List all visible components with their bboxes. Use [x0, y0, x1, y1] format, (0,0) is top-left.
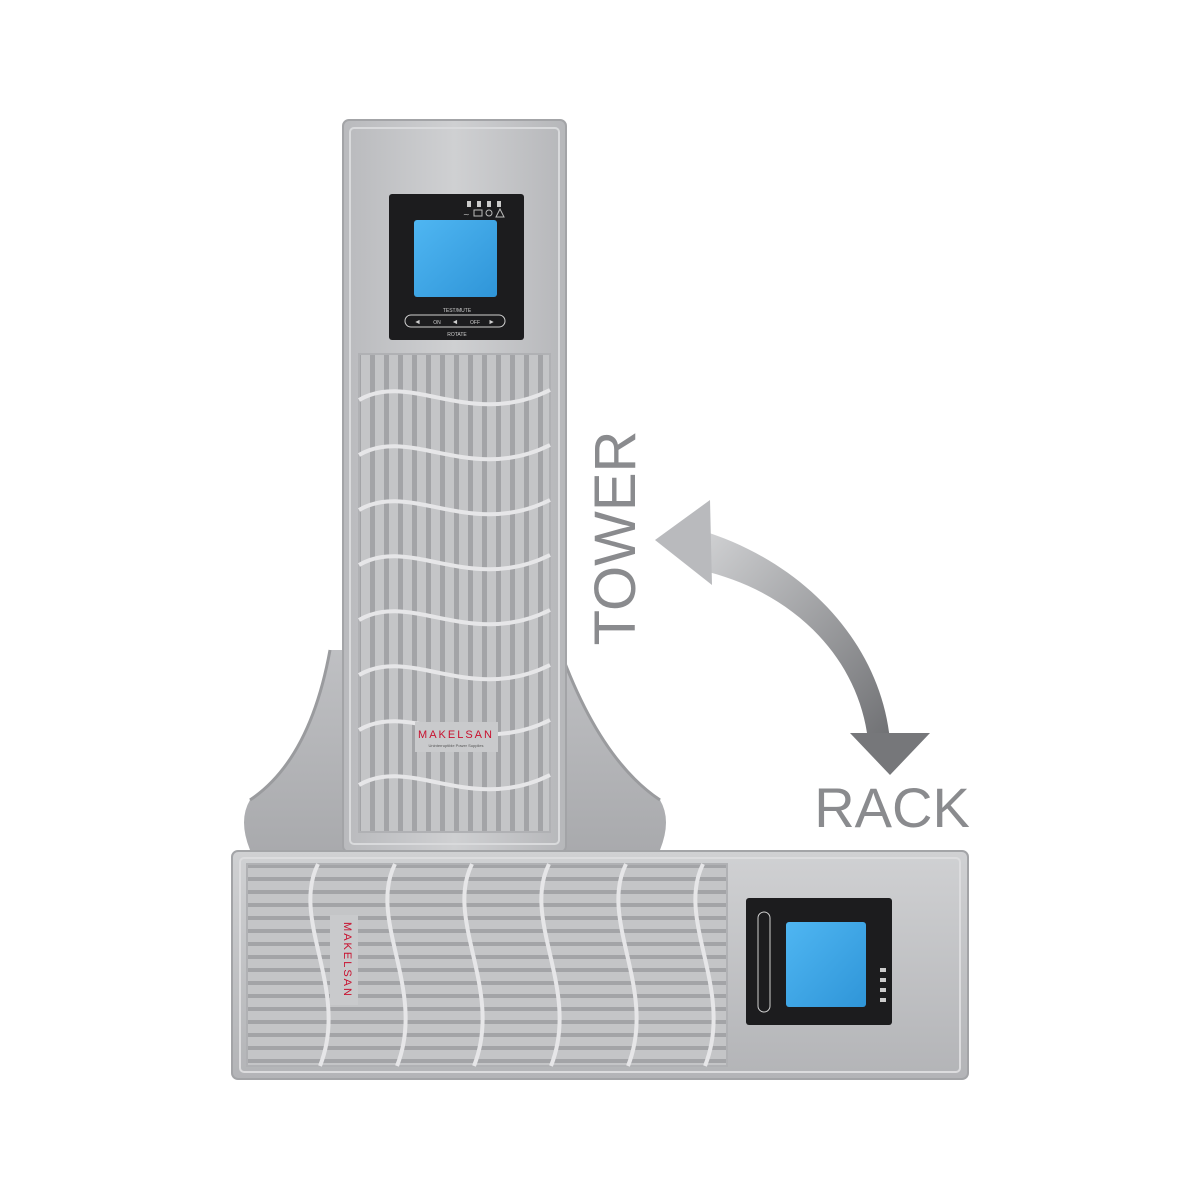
- rack-lcd-screen: [786, 922, 866, 1007]
- rack-control-panel: [746, 898, 892, 1025]
- tower-ups-unit: ~ TEST/MUTE ◄ ◄ ► ON OFF ROTATE: [342, 119, 567, 853]
- tower-on-text: ON: [433, 320, 441, 326]
- tower-rot-text: ROTATE: [447, 332, 467, 338]
- tower-front-grill: [357, 353, 551, 833]
- rack-label: RACK: [814, 776, 970, 839]
- tower-test-text: TEST/MUTE: [443, 308, 472, 314]
- tower-control-panel: ~ TEST/MUTE ◄ ◄ ► ON OFF ROTATE: [389, 194, 524, 340]
- svg-text:◄: ◄: [414, 319, 421, 326]
- tower-status-leds: ~: [463, 201, 505, 219]
- rack-ups-unit: MAKELSAN: [231, 850, 969, 1080]
- tower-label: TOWER: [583, 431, 648, 646]
- tower-tag-text: Uninterruptible Power Supplies: [429, 743, 484, 748]
- tower-brand-logo: MAKELSAN Uninterruptible Power Supplies: [418, 729, 494, 748]
- svg-text:►: ►: [488, 319, 495, 326]
- rack-front-grill: [246, 863, 728, 1067]
- rotation-arrow-icon: [655, 500, 930, 775]
- rack-logo-text: MAKELSAN: [341, 922, 353, 998]
- svg-text:◄: ◄: [452, 319, 459, 326]
- rack-status-leds: [880, 968, 886, 1002]
- svg-text:~: ~: [463, 210, 470, 219]
- tower-logo-text: MAKELSAN: [418, 729, 494, 741]
- rack-brand-logo: MAKELSAN: [341, 922, 353, 998]
- tower-lcd-screen: [414, 220, 497, 297]
- tower-off-text: OFF: [470, 320, 480, 326]
